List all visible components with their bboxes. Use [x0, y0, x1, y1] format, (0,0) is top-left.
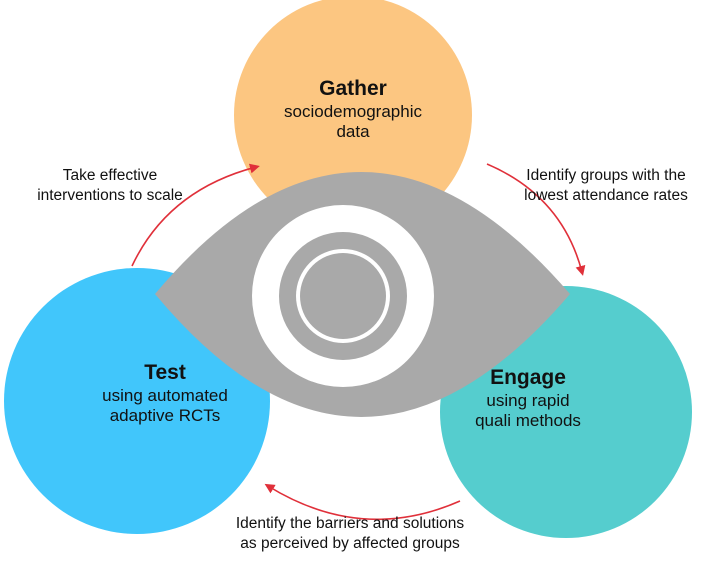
gather-label: Gather sociodemographic data: [243, 76, 463, 143]
test-line1: using automated: [102, 385, 228, 405]
arrow-test-to-gather: [131, 163, 260, 267]
eye-pupil: [300, 253, 386, 339]
edge-engage-to-test-line2: as perceived by affected groups: [240, 535, 460, 553]
edge-label-test-to-gather: Take effective interventions to scale: [10, 166, 210, 206]
gather-line2: data: [336, 122, 370, 142]
eye-icon: [155, 172, 570, 417]
edge-label-gather-to-engage: Identify groups with the lowest attendan…: [510, 166, 702, 206]
engage-title: Engage: [490, 366, 566, 389]
gather-circle: [234, 0, 472, 234]
edge-engage-to-test-line1: Identify the barriers and solutions: [235, 515, 465, 532]
edge-test-to-gather-line1: Take effective: [62, 167, 158, 184]
test-title: Test: [144, 361, 186, 384]
test-line2: adaptive RCTs: [109, 406, 221, 426]
arrow-engage-to-test: [264, 483, 461, 521]
test-label: Test using automated adaptive RCTs: [50, 360, 280, 427]
engage-label: Engage using rapid quali methods: [428, 365, 628, 432]
gather-line1: sociodemographic: [284, 101, 422, 121]
engage-line2: quali methods: [475, 411, 581, 431]
engage-line1: using rapid: [486, 390, 570, 410]
gather-title: Gather: [319, 77, 387, 100]
edge-test-to-gather-line2: interventions to scale: [37, 187, 183, 205]
edge-gather-to-engage-line2: lowest attendance rates: [524, 187, 688, 205]
arrow-gather-to-engage: [486, 163, 586, 276]
edge-label-engage-to-test: Identify the barriers and solutions as p…: [190, 514, 510, 554]
edge-gather-to-engage-line1: Identify groups with the: [526, 167, 686, 184]
